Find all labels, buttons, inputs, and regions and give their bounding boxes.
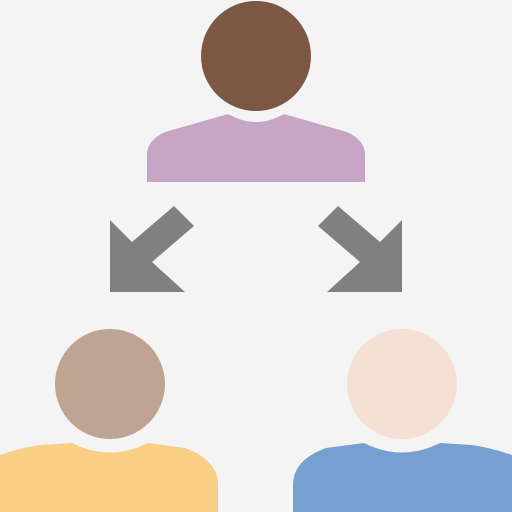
left-person-icon — [0, 329, 218, 512]
left-person-body — [0, 443, 218, 512]
top-person-body — [147, 114, 365, 182]
arrow-down-left-icon — [110, 206, 194, 292]
top-person-head — [201, 1, 311, 111]
right-person-icon — [293, 329, 512, 512]
right-person-head — [347, 329, 457, 439]
arrow-down-left-shape — [110, 206, 194, 292]
right-person-body — [293, 443, 512, 512]
left-person-head — [55, 329, 165, 439]
top-person-icon — [147, 1, 365, 182]
arrow-down-right-icon — [318, 206, 402, 292]
arrow-down-right-shape — [318, 206, 402, 292]
